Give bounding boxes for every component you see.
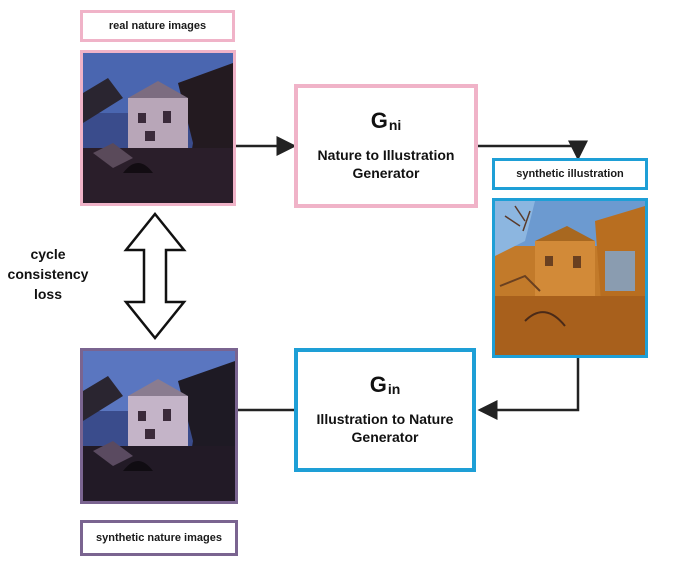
gin-symbol: Gin	[369, 372, 401, 397]
loss-line2: consistency	[7, 266, 89, 282]
real-nature-label-box: real nature images	[80, 10, 235, 42]
gni-title-line1: Nature to Illustration	[317, 147, 455, 163]
gin-generator-box: Gin Illustration to Nature Generator	[294, 348, 476, 472]
synthetic-illustration-label-box: synthetic illustration	[492, 158, 648, 190]
gni-generator-box: Gni Nature to Illustration Generator	[294, 84, 478, 208]
gni-symbol: Gni	[370, 108, 402, 133]
synthetic-illustration-image	[492, 198, 648, 358]
loss-line3: loss	[33, 286, 62, 302]
synthetic-nature-label: synthetic nature images	[96, 532, 222, 544]
cycle-consistency-arrow	[123, 212, 187, 340]
synthetic-nature-label-box: synthetic nature images	[80, 520, 238, 556]
gin-title-line2: Generator	[351, 429, 419, 445]
loss-line1: cycle	[30, 246, 66, 262]
synthetic-illustration-label: synthetic illustration	[516, 168, 624, 180]
arrow-gni-to-illustration	[478, 140, 588, 161]
real-nature-image	[80, 50, 236, 206]
real-nature-label: real nature images	[108, 20, 207, 32]
arrow-illustration-to-gin	[477, 358, 580, 420]
gni-title-line2: Generator	[352, 165, 420, 181]
cycle-consistency-loss-label: cycle consistency loss	[0, 244, 96, 304]
gin-title-line1: Illustration to Nature	[316, 411, 454, 427]
synthetic-nature-image	[80, 348, 238, 504]
